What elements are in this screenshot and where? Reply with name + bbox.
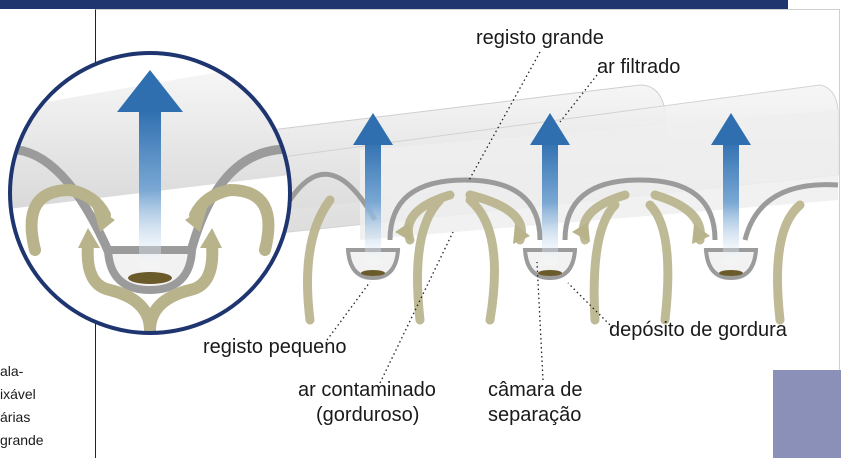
label-ar-contaminado: ar contaminado	[298, 378, 436, 402]
label-deposito-gordura: depósito de gordura	[609, 318, 787, 342]
side-text-line: ixável	[0, 383, 36, 406]
label-separacao: separação	[488, 403, 581, 427]
magnified-detail	[0, 53, 300, 333]
side-color-block	[773, 370, 841, 458]
side-text-line: grande	[0, 429, 44, 452]
side-text-line: ala-	[0, 360, 23, 383]
label-camara: câmara de	[488, 378, 583, 402]
label-gorduroso: (gorduroso)	[316, 403, 419, 427]
label-ar-filtrado: ar filtrado	[597, 55, 680, 79]
label-registo-grande: registo grande	[476, 26, 604, 50]
label-registo-pequeno: registo pequeno	[203, 335, 346, 359]
side-text-line: árias	[0, 406, 30, 429]
